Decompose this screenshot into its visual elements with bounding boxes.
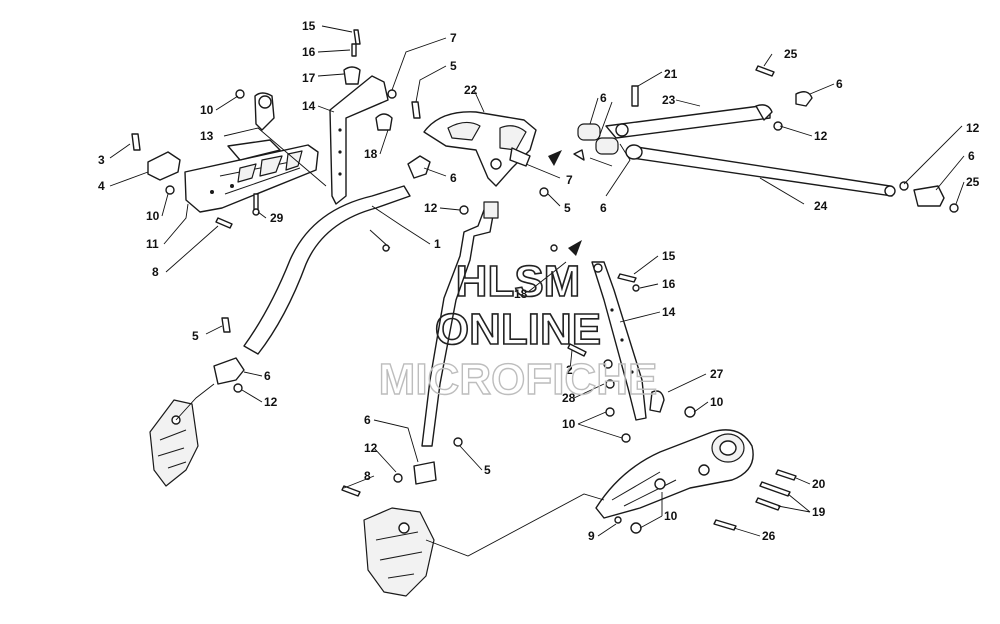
watermark-line-3: MICROFICHE bbox=[379, 355, 658, 404]
callout-10-top: 10 bbox=[200, 103, 214, 117]
callout-numbers: 15 16 17 14 7 5 18 10 13 3 4 10 11 8 29 … bbox=[98, 19, 980, 543]
callout-7-top: 7 bbox=[450, 31, 457, 45]
steering-shaft-left bbox=[213, 185, 411, 393]
callout-6-lower-rod: 6 bbox=[600, 201, 607, 215]
callout-25-top: 25 bbox=[784, 47, 798, 61]
linkage-line bbox=[425, 493, 605, 557]
callout-6-center: 6 bbox=[364, 413, 371, 427]
support-bracket-right bbox=[550, 244, 696, 443]
callout-2: 2 bbox=[566, 363, 573, 377]
callout-26: 26 bbox=[762, 529, 776, 543]
callout-10-right: 10 bbox=[710, 395, 724, 409]
tie-rod-upper bbox=[577, 65, 813, 155]
watermark-line-2: ONLINE bbox=[435, 305, 601, 354]
callout-14-top: 14 bbox=[302, 99, 316, 113]
callout-12-center: 12 bbox=[364, 441, 378, 455]
callout-25-right: 25 bbox=[966, 175, 980, 189]
callout-29: 29 bbox=[270, 211, 284, 225]
callout-6-housing: 6 bbox=[450, 171, 457, 185]
callout-12-left-shaft: 12 bbox=[264, 395, 278, 409]
callout-12-rod: 12 bbox=[814, 129, 828, 143]
callout-5-top: 5 bbox=[450, 59, 457, 73]
callout-12-housing: 12 bbox=[424, 201, 438, 215]
mount-bracket-left bbox=[131, 89, 319, 229]
callout-18-top: 18 bbox=[364, 147, 378, 161]
callout-27: 27 bbox=[710, 367, 724, 381]
callout-24: 24 bbox=[814, 199, 828, 213]
steering-shaft-center bbox=[341, 201, 499, 497]
leader-lines bbox=[109, 25, 965, 537]
callout-10-left: 10 bbox=[146, 209, 160, 223]
callout-9: 9 bbox=[588, 529, 595, 543]
steering-arm-lower-right bbox=[595, 429, 797, 534]
callout-19: 19 bbox=[812, 505, 826, 519]
callout-5-mid: 5 bbox=[564, 201, 571, 215]
callout-20: 20 bbox=[812, 477, 826, 491]
callout-23: 23 bbox=[662, 93, 676, 107]
chassis-section-center bbox=[363, 507, 435, 597]
callout-10-bracket: 10 bbox=[562, 417, 576, 431]
watermark: HLSM ONLINE MICROFICHE bbox=[378, 256, 658, 405]
callout-7-mid: 7 bbox=[566, 173, 573, 187]
watermark-line-1: HLSM bbox=[456, 257, 581, 306]
callout-6-upper-rod: 6 bbox=[600, 91, 607, 105]
callout-6-left-shaft: 6 bbox=[264, 369, 271, 383]
callout-5-center: 5 bbox=[484, 463, 491, 477]
callout-15-right: 15 bbox=[662, 249, 676, 263]
callout-10-arm: 10 bbox=[664, 509, 678, 523]
tie-rod-lower bbox=[573, 144, 959, 213]
callout-17: 17 bbox=[302, 71, 316, 85]
callout-12-right: 12 bbox=[966, 121, 980, 135]
callout-16-top: 16 bbox=[302, 45, 316, 59]
callout-21: 21 bbox=[664, 67, 678, 81]
callout-11: 11 bbox=[146, 237, 159, 251]
callout-15-top: 15 bbox=[302, 19, 316, 33]
callout-6-right: 6 bbox=[968, 149, 975, 163]
callout-1: 1 bbox=[434, 237, 441, 251]
callout-13: 13 bbox=[200, 129, 214, 143]
callout-16-right: 16 bbox=[662, 277, 676, 291]
chassis-section-left bbox=[149, 399, 199, 487]
callout-22: 22 bbox=[464, 83, 478, 97]
callout-28: 28 bbox=[562, 391, 576, 405]
callout-8-center: 8 bbox=[364, 469, 371, 483]
callout-4: 4 bbox=[98, 179, 105, 193]
support-bracket-upper bbox=[329, 29, 421, 205]
callout-14-right: 14 bbox=[662, 305, 676, 319]
steering-housing bbox=[407, 111, 549, 215]
callout-18-mid: 18 bbox=[514, 287, 528, 301]
callout-5-left-shaft: 5 bbox=[192, 329, 199, 343]
callout-8-left: 8 bbox=[152, 265, 159, 279]
callout-6-top-right: 6 bbox=[836, 77, 843, 91]
callout-3: 3 bbox=[98, 153, 105, 167]
